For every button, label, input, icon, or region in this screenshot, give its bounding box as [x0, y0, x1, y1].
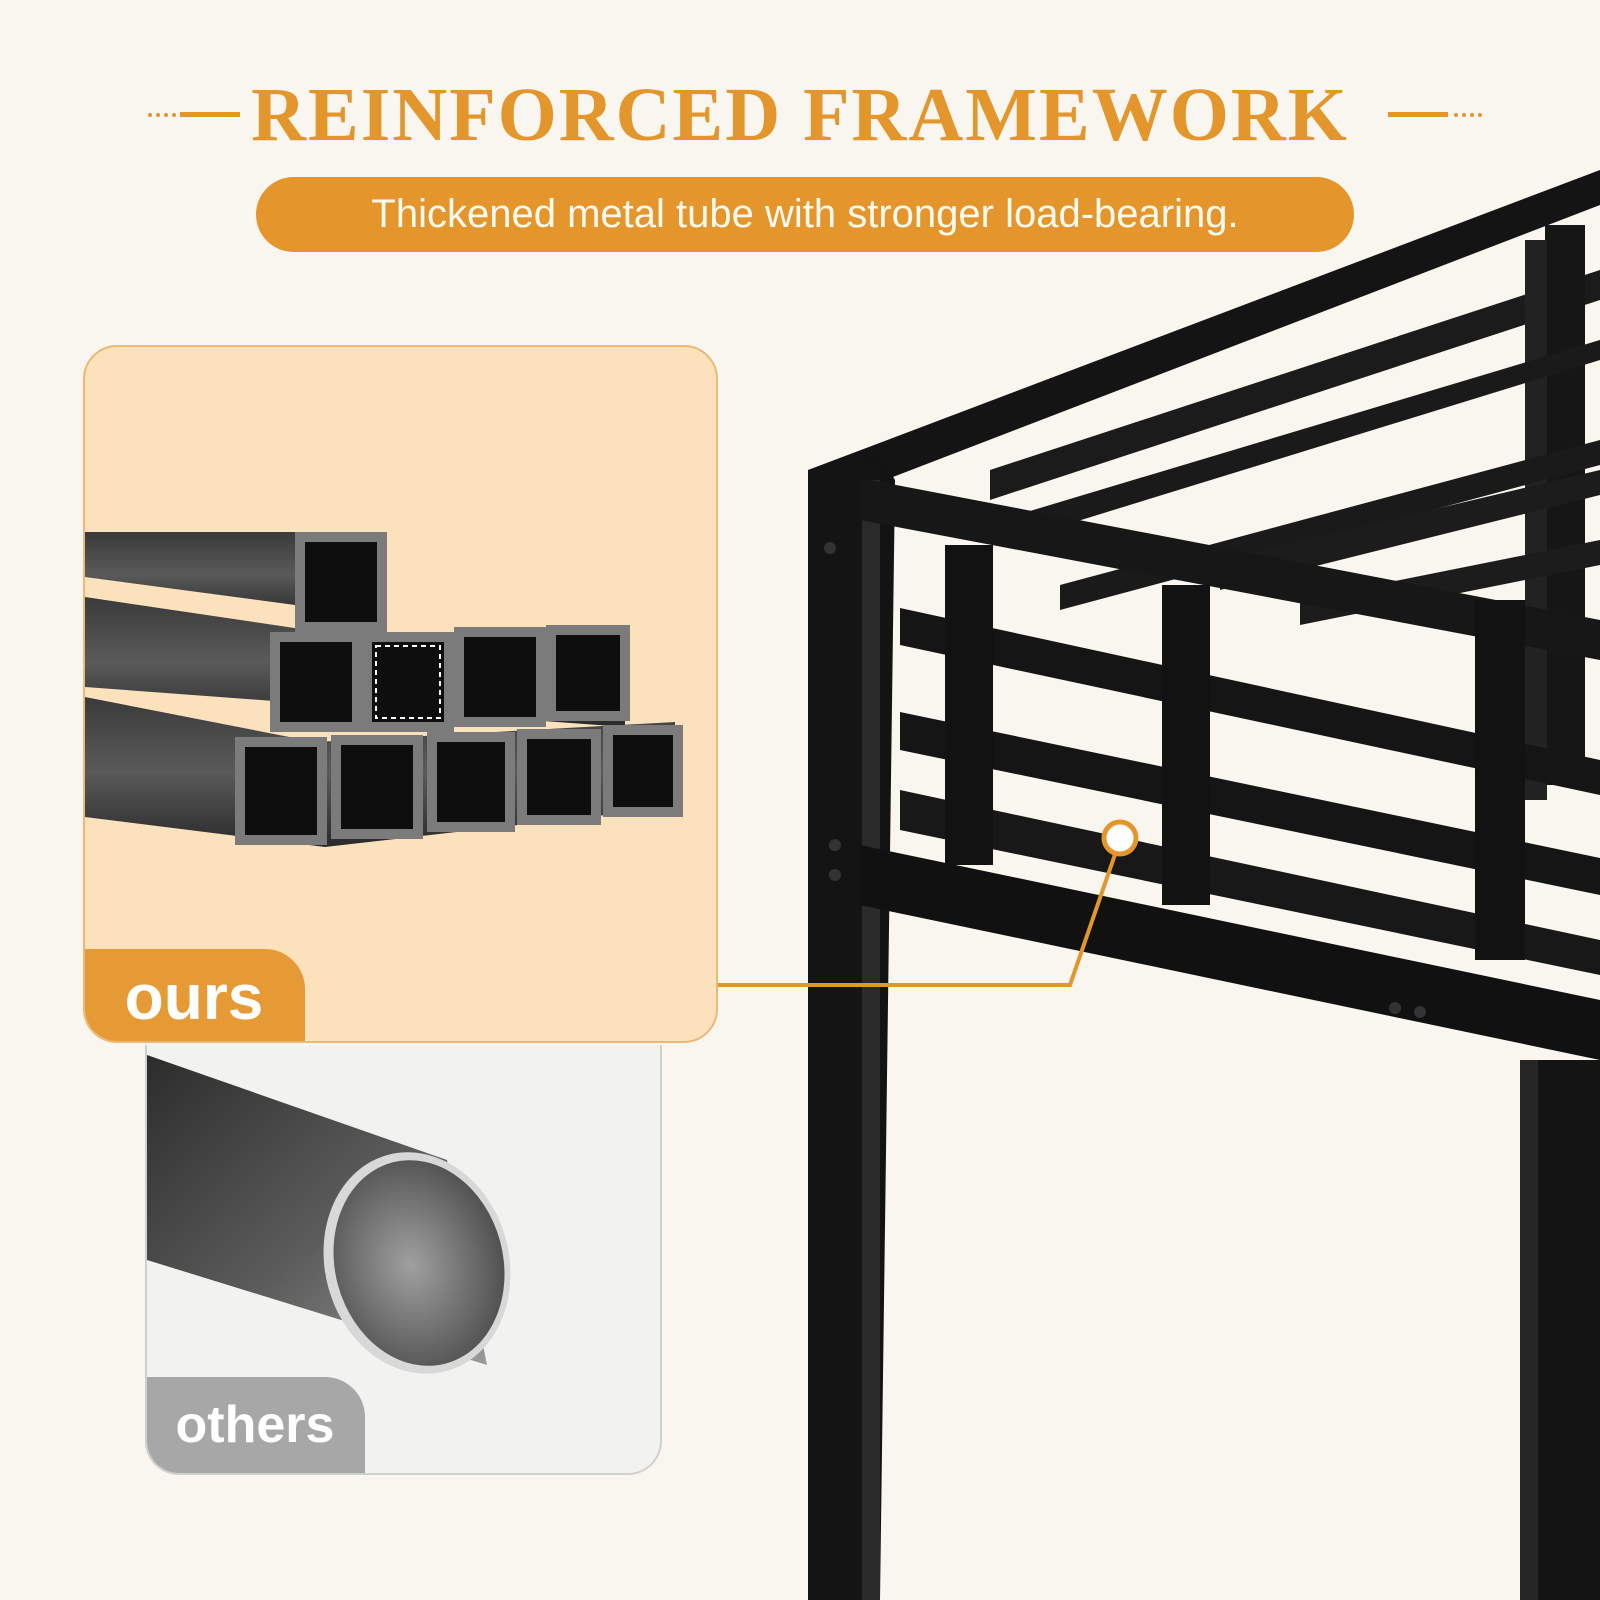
ours-panel: ours	[83, 345, 718, 1043]
others-tag: others	[147, 1377, 365, 1473]
title-decoration-right	[1388, 112, 1488, 118]
subtitle-banner: Thickened metal tube with stronger load-…	[256, 177, 1354, 252]
callout-marker-icon	[1101, 819, 1139, 857]
ours-tag: ours	[85, 949, 305, 1041]
page-title: REINFORCED FRAMEWORK	[251, 73, 1349, 157]
title-decoration-left	[148, 112, 388, 118]
square-tubes-illustration	[85, 532, 683, 847]
others-panel: others	[145, 1045, 662, 1475]
round-tube-illustration	[147, 1055, 511, 1374]
title-row: REINFORCED FRAMEWORK	[0, 70, 1600, 160]
